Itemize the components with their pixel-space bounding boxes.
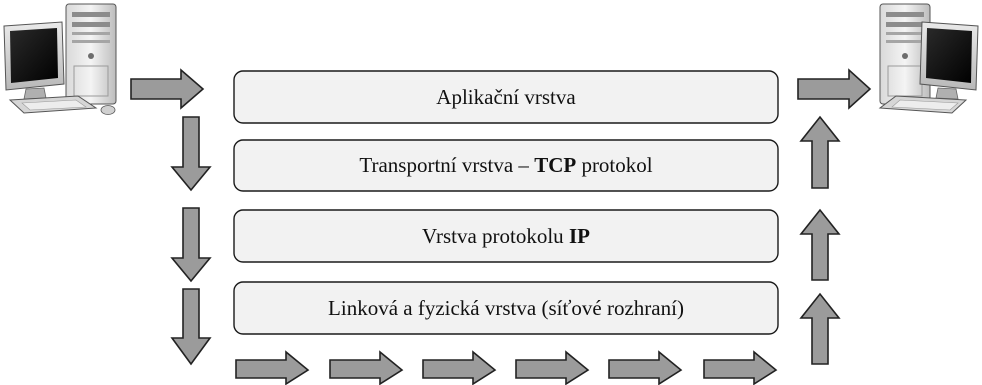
arrow-right-icon xyxy=(235,350,310,385)
arrow-right-icon xyxy=(797,68,872,110)
layer-transport-label: Transportní vrstva – TCP protokol xyxy=(359,153,652,177)
arrow-right-icon xyxy=(329,350,404,385)
layer-link-physical: Linková a fyzická vrstva (síťové rozhran… xyxy=(233,281,779,335)
arrow-up-icon xyxy=(799,115,841,189)
arrow-right-icon xyxy=(703,350,778,385)
arrow-up-icon xyxy=(799,208,841,281)
sender-computer-icon xyxy=(3,3,117,115)
arrow-down-icon xyxy=(170,116,212,192)
layer-link-physical-label: Linková a fyzická vrstva (síťové rozhran… xyxy=(328,296,684,320)
arrow-up-icon xyxy=(799,292,841,365)
arrow-right-icon xyxy=(608,350,683,385)
arrow-down-icon xyxy=(170,288,212,366)
layer-transport: Transportní vrstva – TCP protokol xyxy=(233,139,779,192)
arrow-down-icon xyxy=(170,207,212,283)
arrow-right-icon xyxy=(130,68,205,110)
receiver-computer-icon xyxy=(878,3,979,114)
layer-application: Aplikační vrstva xyxy=(233,70,779,124)
arrow-right-icon xyxy=(422,350,497,385)
arrow-right-icon xyxy=(515,350,590,385)
layer-internet-label: Vrstva protokolu IP xyxy=(422,224,590,248)
layer-application-label: Aplikační vrstva xyxy=(436,85,576,109)
layer-internet: Vrstva protokolu IP xyxy=(233,209,779,263)
